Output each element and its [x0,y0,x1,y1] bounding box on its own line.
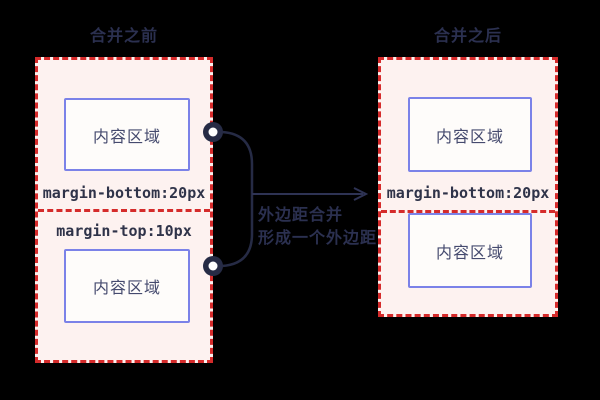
after-content-box-top: 内容区域 [408,97,532,172]
after-content-box-top-label: 内容区域 [435,126,504,146]
before-margin-divider [38,209,210,212]
before-content-box-bottom: 内容区域 [64,249,190,323]
before-title: 合并之前 [89,26,158,45]
merge-arrow-head-icon [353,187,369,201]
merge-annotation-line1: 外边距合并 [258,205,344,224]
before-content-box-top: 内容区域 [64,98,190,171]
after-title: 合并之后 [433,26,502,45]
bracket-curve [221,130,254,268]
before-content-box-bottom-label: 内容区域 [92,278,161,297]
after-margin-divider [381,210,555,213]
before-margin-bottom-label: margin-bottom:20px [42,184,206,202]
after-content-box-bottom: 内容区域 [408,213,532,288]
after-content-box-bottom-label: 内容区域 [435,242,504,262]
after-margin-bottom-label: margin-bottom:20px [386,184,550,202]
merge-annotation-line2: 形成一个外边距 [258,228,378,247]
before-content-box-top-label: 内容区域 [92,126,161,146]
before-margin-top-label: margin-top:10px [56,222,192,240]
merge-annotation: 外边距合并 形成一个外边距 [258,203,377,249]
